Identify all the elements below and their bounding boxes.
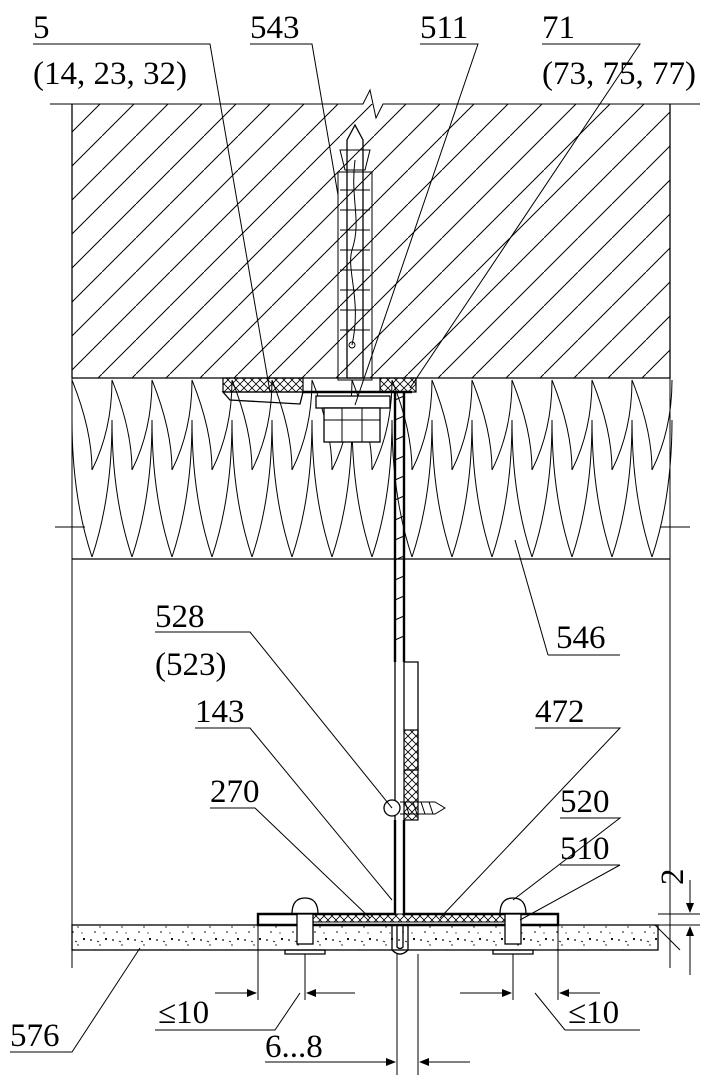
dimension-clearance: 2 bbox=[655, 869, 691, 886]
callout-528: 528 bbox=[155, 599, 205, 635]
dimension-gap-right: ≤10 bbox=[568, 995, 619, 1031]
bracket bbox=[221, 377, 446, 900]
callout-143: 143 bbox=[195, 694, 245, 730]
callout-528-alternative: (523) bbox=[155, 647, 226, 683]
anchor-bolt bbox=[337, 123, 373, 381]
callout-546: 546 bbox=[556, 620, 606, 656]
cladding-panel bbox=[71, 924, 659, 951]
dimension-lines bbox=[155, 880, 700, 1075]
rivet-left bbox=[284, 897, 326, 955]
callout-511: 511 bbox=[420, 10, 468, 46]
callout-270: 270 bbox=[210, 774, 260, 810]
concrete-wall bbox=[50, 88, 700, 378]
callout-510: 510 bbox=[560, 831, 610, 867]
air-gap bbox=[71, 559, 671, 968]
callout-71-alternatives: (73, 75, 77) bbox=[542, 56, 696, 92]
callout-5: 5 bbox=[33, 10, 50, 46]
callout-520: 520 bbox=[560, 784, 610, 820]
leader-lines bbox=[10, 43, 641, 1053]
callout-71: 71 bbox=[542, 10, 575, 46]
rivet-right bbox=[492, 897, 534, 955]
callout-5-alternatives: (14, 23, 32) bbox=[33, 56, 187, 92]
dimension-gap-left: ≤10 bbox=[158, 995, 209, 1031]
callout-576: 576 bbox=[10, 1018, 60, 1054]
dimension-slot-width: 6...8 bbox=[265, 1029, 323, 1065]
callout-543: 543 bbox=[250, 10, 300, 46]
callout-472: 472 bbox=[535, 694, 585, 730]
